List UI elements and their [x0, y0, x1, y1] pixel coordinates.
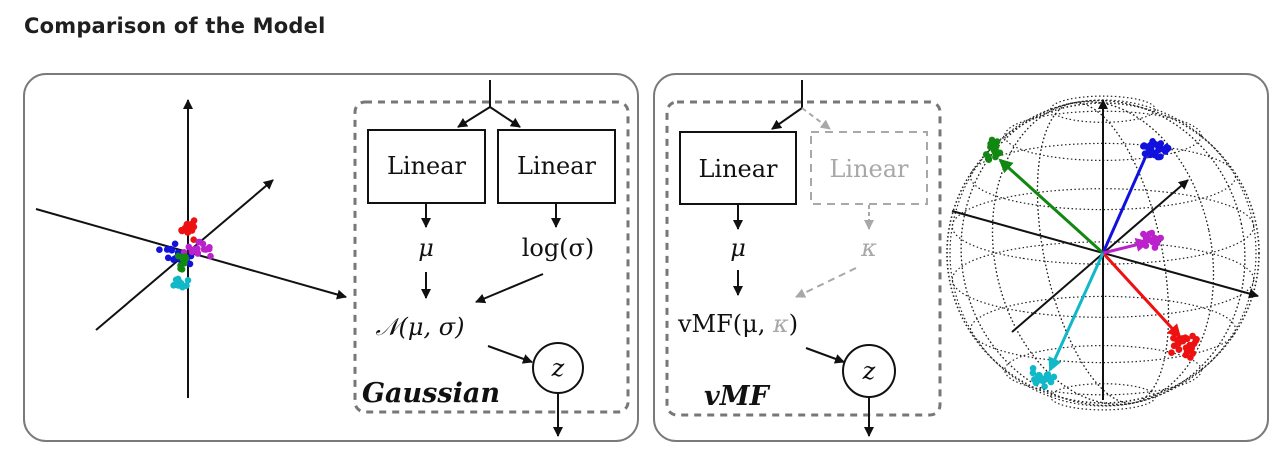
vmf-linear-mu-label: Linear	[698, 155, 778, 183]
sphere-point-magenta	[1148, 229, 1156, 237]
gaussian-point-red	[190, 236, 197, 243]
gaussian-linear-sigma-label: Linear	[517, 152, 597, 180]
vmf-param-arrows	[733, 205, 874, 230]
sphere-longitude-line	[991, 101, 1215, 405]
sphere-point-blue	[1157, 145, 1165, 152]
vmf-linear-kappa-box: Linear	[810, 131, 928, 205]
gaussian-input-fork	[457, 80, 521, 128]
sphere-point-red	[1188, 343, 1195, 351]
gaussian-linear-sigma-box: Linear	[497, 129, 616, 204]
sphere-point-green	[992, 153, 999, 161]
vmf-mu-symbol: μ	[730, 234, 746, 262]
gaussian-latent-node: z	[532, 342, 584, 394]
sphere-point-green	[992, 143, 999, 151]
sphere-point-red	[1189, 332, 1196, 340]
sphere-point-cyan	[1041, 383, 1048, 390]
gaussian-point-magenta	[207, 252, 214, 260]
gaussian-distribution-label: 𝒩(μ, σ)	[376, 313, 465, 341]
gaussian-point-green	[181, 253, 189, 260]
vmf-distribution-prefix: vMF(μ,	[677, 310, 773, 338]
gaussian-point-green	[174, 252, 182, 260]
gaussian-point-blue	[164, 254, 172, 262]
gaussian-param-arrows	[421, 204, 561, 228]
vmf-encoder-box	[665, 100, 942, 417]
sphere-point-blue	[1157, 140, 1165, 147]
gaussian-point-magenta	[196, 238, 203, 246]
vmf-method-name: vMF	[704, 381, 771, 412]
gaussian-point-magenta	[206, 244, 213, 251]
gaussian-method-name: Gaussian	[362, 378, 500, 409]
sphere-point-magenta	[1157, 234, 1164, 242]
sphere-point-green	[987, 140, 994, 148]
sphere-point-cyan	[1031, 376, 1038, 383]
vmf-panel: Linear Linear μ κ vMF(μ, κ) z vMF	[653, 73, 1269, 442]
mean-vector-red	[1101, 251, 1182, 339]
gaussian-linear-mu-box: Linear	[367, 129, 486, 204]
gaussian-point-red	[183, 225, 191, 232]
gaussian-log-sigma-label: log(σ)	[522, 234, 595, 262]
gaussian-point-red	[178, 227, 186, 235]
gaussian-point-red	[189, 220, 196, 227]
vmf-latent-symbol: z	[862, 357, 876, 385]
mean-vector-blue	[1101, 138, 1155, 254]
gaussian-point-cyan	[184, 277, 192, 284]
gaussian-panel-frame	[23, 73, 639, 442]
vmf-linear-kappa-label: Linear	[829, 155, 909, 183]
sphere-point-green	[985, 153, 992, 160]
sphere-scatter-clusters	[982, 136, 1200, 390]
gaussian-linear-mu-label: Linear	[387, 152, 467, 180]
vmf-sample-arrow	[805, 347, 845, 364]
gaussian-point-cyan	[177, 282, 184, 289]
vmf-sphere	[946, 95, 1260, 411]
page-title: Comparison of the Model	[24, 14, 326, 38]
vmf-latent-node: z	[842, 344, 896, 398]
mean-vector-green	[998, 158, 1105, 255]
gaussian-point-blue	[171, 240, 179, 248]
vmf-kappa-symbol: κ	[860, 234, 877, 262]
gaussian-point-magenta	[190, 246, 198, 253]
sphere-point-red	[1168, 349, 1175, 357]
gaussian-latent-symbol: z	[551, 354, 565, 382]
sphere-longitude-line	[949, 99, 1257, 407]
sphere-point-red	[1183, 335, 1191, 343]
vmf-distribution-arrows	[733, 267, 857, 298]
sphere-point-cyan	[1040, 376, 1048, 384]
sphere-point-cyan	[1029, 369, 1037, 377]
gaussian-point-magenta	[185, 243, 193, 251]
sphere-longitude-line	[960, 99, 1246, 407]
gaussian-distribution-arrows	[421, 272, 544, 304]
vmf-input-fork	[771, 80, 831, 130]
gaussian-point-blue	[156, 246, 163, 253]
sphere-point-red	[1170, 334, 1177, 342]
sphere-point-blue	[1156, 153, 1163, 161]
sphere-point-green	[996, 149, 1004, 157]
gaussian-point-green	[177, 262, 184, 269]
vmf-distribution-label: vMF(μ, κ)	[677, 310, 798, 338]
gaussian-mu-symbol: μ	[418, 234, 434, 262]
gaussian-scatter-cluster	[156, 217, 214, 291]
vmf-distribution-suffix: )	[789, 310, 798, 338]
gaussian-point-blue	[167, 245, 174, 253]
sphere-point-cyan	[1046, 376, 1054, 383]
gaussian-sample-arrow	[487, 345, 533, 364]
vmf-distribution-kappa: κ	[772, 310, 789, 338]
sphere-point-red	[1175, 346, 1183, 354]
mean-direction-vectors	[998, 138, 1182, 372]
vmf-linear-mu-box: Linear	[679, 131, 797, 205]
sphere-point-magenta	[1151, 244, 1159, 251]
vmf-panel-frame	[653, 73, 1269, 442]
mean-vector-magenta	[1102, 238, 1150, 255]
sphere-point-blue	[1140, 142, 1148, 149]
mean-vector-cyan	[1048, 252, 1105, 372]
gaussian-panel: Linear Linear μ log(σ) 𝒩(μ, σ) z Gaussia…	[23, 73, 639, 442]
gaussian-point-cyan	[183, 282, 190, 290]
gaussian-point-cyan	[172, 276, 180, 284]
